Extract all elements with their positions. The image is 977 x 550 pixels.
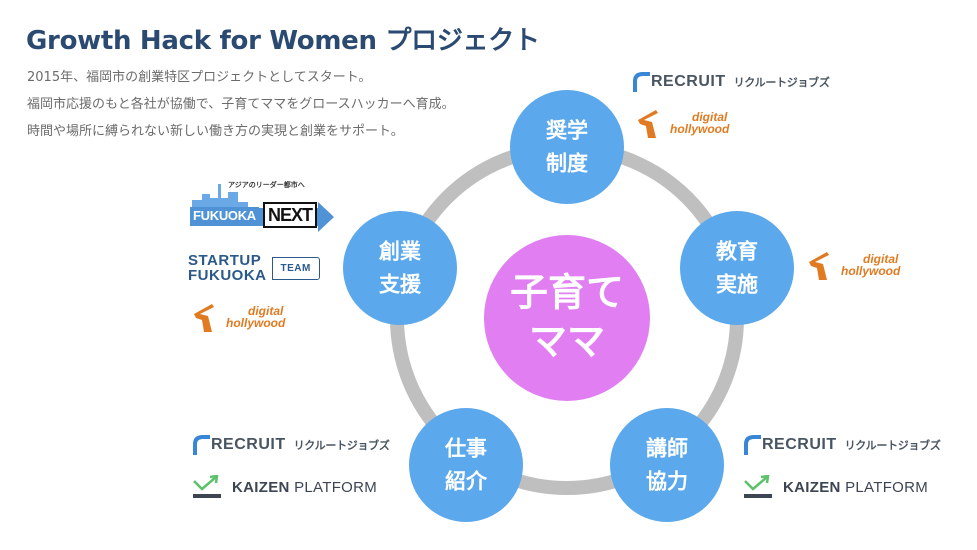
node-label-line1: 創業 (379, 239, 421, 264)
node-label-education: 教育 実施 (716, 235, 758, 300)
startup-fukuoka-team: TEAM (271, 256, 320, 280)
node-circle-scholarship (510, 90, 624, 204)
recruit-logo-bottom-left: RECRUIT リクルートジョブズ (192, 433, 390, 457)
kaizen-rest: PLATFORM (840, 478, 929, 496)
dh-line1: digital (863, 252, 899, 266)
kaizen-rest: PLATFORM (289, 478, 378, 496)
startup-fukuoka-line2: FUKUOKA (188, 267, 267, 284)
node-circle-job (409, 408, 523, 522)
dh-line2: hollywood (226, 316, 286, 330)
node-label-line1: 仕事 (445, 436, 487, 461)
recruit-jp: リクルートジョブズ (293, 439, 390, 452)
page-title: Growth Hack for Women プロジェクト (26, 26, 540, 56)
startup-fukuoka-logo: STARTUP FUKUOKA TEAM (188, 253, 320, 283)
fukuoka-next-logo: アジアのリーダー都市へ FUKUOKA NEXT (188, 180, 338, 236)
startup-fukuoka-line1: STARTUP (188, 252, 262, 269)
kaizen-chart-icon (744, 475, 772, 498)
fukuoka-next-tagline: アジアのリーダー都市へ (228, 181, 305, 189)
node-label-job: 仕事 紹介 (445, 432, 487, 497)
recruit-mark-icon (193, 435, 210, 455)
node-label-line2: 協力 (646, 469, 688, 493)
recruit-name: RECRUIT (762, 436, 837, 453)
recruit-jp: リクルートジョブズ (733, 76, 830, 89)
node-circle-education (680, 211, 794, 325)
kaizen-bold: KAIZEN (783, 478, 841, 496)
node-label-line2: 紹介 (445, 469, 487, 493)
kaizen-bold: KAIZEN (232, 478, 290, 496)
kaizen-chart-icon (193, 475, 221, 498)
recruit-name: RECRUIT (211, 436, 286, 453)
digital-hollywood-mark-icon (194, 304, 214, 332)
node-circle-startup (343, 211, 457, 325)
node-circle-lecturer (610, 408, 724, 522)
kaizen-logo-bottom-right: KAIZEN PLATFORM (743, 475, 928, 499)
center-label: 子育て ママ (510, 269, 624, 368)
description-line-3: 時間や場所に縛られない新しい働き方の実現と創業をサポート。 (27, 124, 404, 139)
recruit-jp: リクルートジョブズ (844, 439, 941, 452)
node-label-line1: 講師 (646, 436, 688, 461)
digital-hollywood-logo-right: digital hollywood (805, 247, 900, 283)
fukuoka-next-word: FUKUOKA (190, 207, 259, 224)
dh-line1: digital (248, 304, 284, 318)
recruit-logo-bottom-right: RECRUIT リクルートジョブズ (743, 433, 941, 457)
digital-hollywood-logo-top: digital hollywood (634, 105, 729, 141)
recruit-name: RECRUIT (651, 73, 726, 90)
node-label-line1: 教育 (716, 239, 758, 264)
node-label-line2: 支援 (379, 272, 421, 296)
recruit-mark-icon (744, 435, 761, 455)
recruit-logo-top: RECRUIT リクルートジョブズ (632, 70, 830, 94)
digital-hollywood-logo-left: digital hollywood (190, 299, 285, 335)
node-label-line2: 実施 (716, 272, 758, 296)
node-label-line1: 奨学 (546, 118, 588, 143)
dh-line1: digital (692, 110, 728, 124)
recruit-mark-icon (633, 72, 650, 92)
node-label-scholarship: 奨学 制度 (546, 114, 588, 179)
kaizen-logo-bottom-left: KAIZEN PLATFORM (192, 475, 377, 499)
center-label-line2: ママ (528, 320, 606, 364)
description-line-1: 2015年、福岡市の創業特区プロジェクトとしてスタート。 (27, 70, 372, 85)
digital-hollywood-mark-icon (638, 110, 658, 138)
node-label-startup: 創業 支援 (379, 235, 421, 300)
digital-hollywood-mark-icon (809, 252, 829, 280)
center-label-line1: 子育て (509, 270, 625, 315)
center-circle (484, 235, 650, 401)
node-label-lecturer: 講師 協力 (646, 432, 688, 497)
dh-line2: hollywood (841, 264, 901, 278)
description-line-2: 福岡市応援のもと各社が協働で、子育てママをグロースハッカーへ育成。 (27, 97, 455, 112)
dh-line2: hollywood (670, 122, 730, 136)
fukuoka-next-next: NEXT (263, 202, 318, 228)
node-label-line2: 制度 (546, 151, 588, 175)
